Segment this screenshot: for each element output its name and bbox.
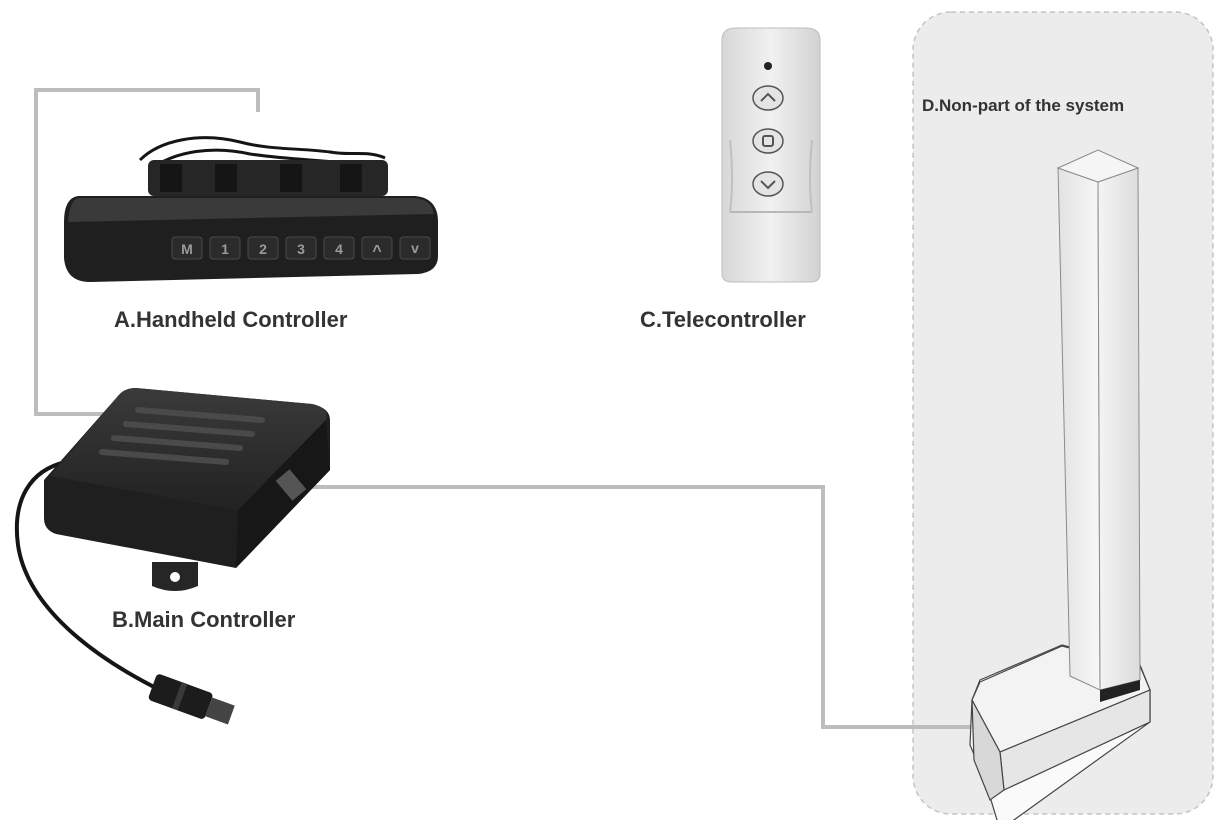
remote-led [764,62,772,70]
handheld-controller-label: A.Handheld Controller [114,307,348,332]
key-memory: M [181,241,193,257]
key-4: 4 [335,241,343,257]
main-controller-label: B.Main Controller [112,607,296,632]
stop-icon [762,135,774,147]
key-1: 1 [221,241,229,257]
wire-main-to-lifting-column [300,485,985,729]
remote-down-button [752,171,784,197]
chevron-down-icon [760,180,776,190]
wire-handheld-to-main [34,88,260,416]
main-controller-vents [99,407,265,465]
key-2: 2 [259,241,267,257]
telecontroller-image [721,27,821,283]
key-up: ^ [372,243,381,260]
remote-stop-button [752,128,784,154]
main-controller-port [275,469,307,501]
key-3: 3 [297,241,305,257]
key-down: v [411,240,419,256]
chevron-up-icon [760,92,776,102]
non-part-label: D.Non-part of the system [922,96,1125,115]
telecontroller-label: C.Telecontroller [640,307,806,332]
handheld-keypad: M 1 2 3 4 ^ v [171,236,431,260]
lifting-column-image [969,149,1151,820]
remote-up-button [752,85,784,111]
main-controller-image [14,388,330,725]
handheld-controller-image: M 1 2 3 4 ^ v [64,136,438,282]
